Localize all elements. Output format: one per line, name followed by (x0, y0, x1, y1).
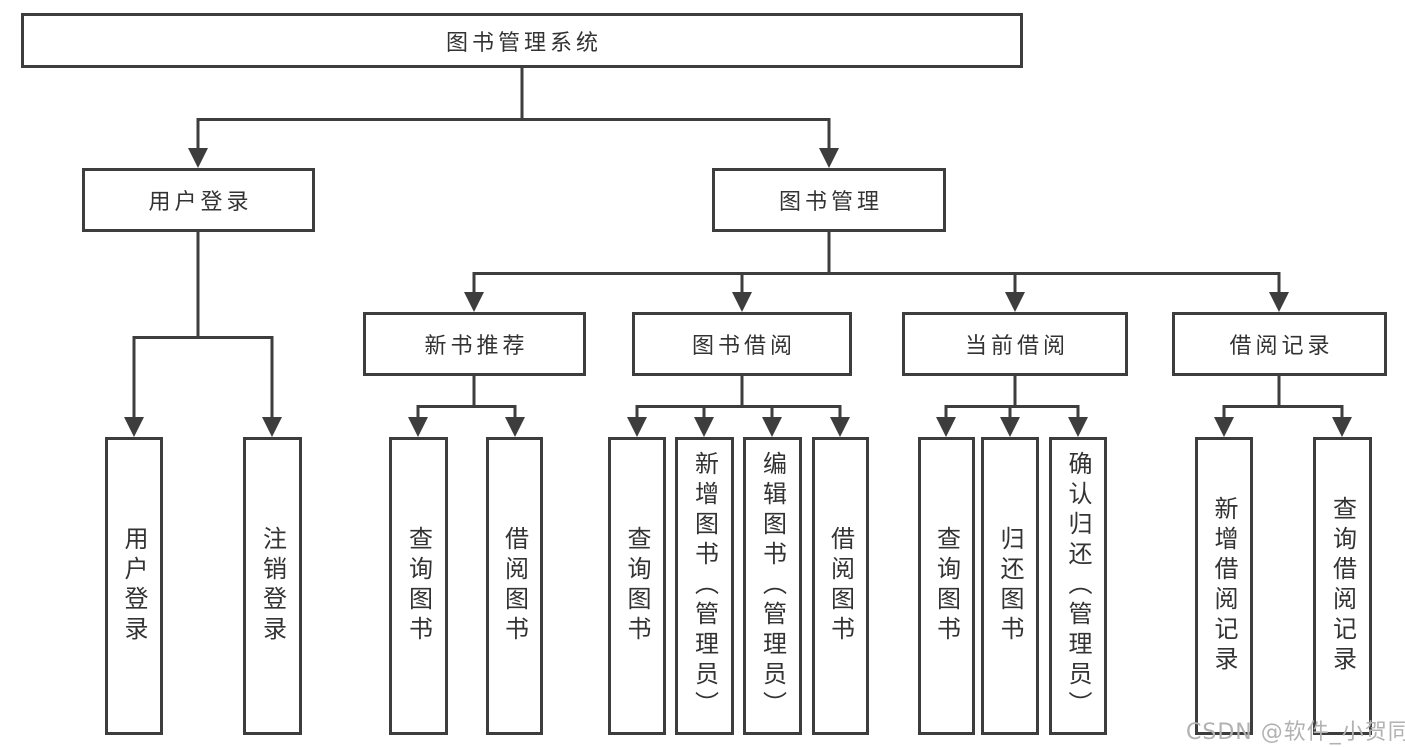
node-borrowing-records: 借阅记录 (1172, 312, 1387, 376)
arrow-down-icon (1214, 417, 1234, 437)
node-label: 借阅记录 (1229, 334, 1334, 359)
leaf-borrow-books-recommend: 借阅图书 (486, 437, 543, 735)
leaf-borrow-books-borrowing: 借阅图书 (812, 437, 869, 735)
node-new-book-recommend: 新书推荐 (363, 312, 586, 376)
node-label: 查询图书 (404, 526, 433, 646)
node-label: 确认归还（管理员） (1064, 451, 1092, 721)
arrow-down-icon (464, 292, 484, 312)
node-label: 编辑图书（管理员） (758, 451, 787, 721)
arrow-down-icon (1332, 417, 1352, 437)
node-label: 归还图书 (996, 526, 1024, 646)
leaf-query-books-recommend: 查询图书 (389, 437, 448, 735)
connector-rec-to-leaves (416, 376, 517, 420)
node-label: 当前借阅 (964, 334, 1069, 359)
arrow-down-icon (1269, 292, 1289, 312)
node-label: 图书借阅 (691, 334, 796, 359)
leaf-add-books-admin: 新增图书（管理员） (675, 437, 734, 735)
arrow-down-icon (1005, 292, 1025, 312)
csdn-watermark: CSDN @软件_小贺同学 (1186, 720, 1405, 745)
arrow-down-icon (627, 417, 647, 437)
arrow-down-icon (1000, 417, 1020, 437)
leaf-query-books-borrowing: 查询图书 (608, 437, 666, 735)
node-label: 新增借阅记录 (1210, 496, 1238, 676)
arrow-down-icon (819, 148, 839, 168)
arrow-down-icon (188, 148, 208, 168)
connector-mgmt-to-level2 (472, 232, 1281, 294)
node-user-login: 用户登录 (82, 168, 315, 232)
node-label: 用户登录 (148, 190, 253, 215)
leaf-query-borrow-record: 查询借阅记录 (1313, 437, 1372, 735)
arrow-down-icon (262, 417, 282, 437)
arrow-down-icon (694, 417, 714, 437)
arrow-down-icon (762, 417, 782, 437)
arrow-down-icon (124, 417, 144, 437)
leaf-query-books-current: 查询图书 (918, 437, 975, 735)
node-current-borrowing: 当前借阅 (902, 312, 1128, 376)
connector-borrow-to-leaves (635, 376, 842, 420)
connector-records-to-leaves (1222, 376, 1344, 420)
arrow-down-icon (408, 417, 428, 437)
arrow-down-icon (830, 417, 850, 437)
leaf-confirm-return-admin: 确认归还（管理员） (1049, 437, 1107, 735)
leaf-add-borrow-record: 新增借阅记录 (1195, 437, 1253, 735)
connector-login-to-leaves (132, 232, 274, 419)
node-label: 查询借阅记录 (1328, 496, 1357, 676)
node-label: 借阅图书 (826, 526, 855, 646)
node-label: 查询图书 (932, 526, 961, 646)
node-root-library-system: 图书管理系统 (21, 13, 1023, 68)
node-book-borrowing: 图书借阅 (632, 312, 852, 376)
leaf-user-login: 用户登录 (105, 437, 163, 735)
node-book-management: 图书管理 (712, 168, 946, 232)
node-label: 借阅图书 (500, 526, 529, 646)
arrow-down-icon (1068, 417, 1088, 437)
connector-root-to-level1 (196, 68, 831, 150)
node-label: 图书管理 (778, 190, 883, 215)
node-label: 查询图书 (623, 526, 651, 646)
leaf-edit-books-admin: 编辑图书（管理员） (743, 437, 802, 735)
arrow-down-icon (936, 417, 956, 437)
connector-current-to-leaves (944, 376, 1080, 420)
leaf-return-books: 归还图书 (981, 437, 1039, 735)
node-label: 注销登录 (258, 526, 287, 646)
node-label: 图书管理系统 (445, 30, 602, 56)
node-label: 用户登录 (120, 526, 148, 646)
leaf-logout: 注销登录 (243, 437, 302, 735)
node-label: 新书推荐 (424, 334, 529, 359)
node-label: 新增图书（管理员） (690, 451, 719, 721)
arrow-down-icon (732, 292, 752, 312)
arrow-down-icon (505, 417, 525, 437)
